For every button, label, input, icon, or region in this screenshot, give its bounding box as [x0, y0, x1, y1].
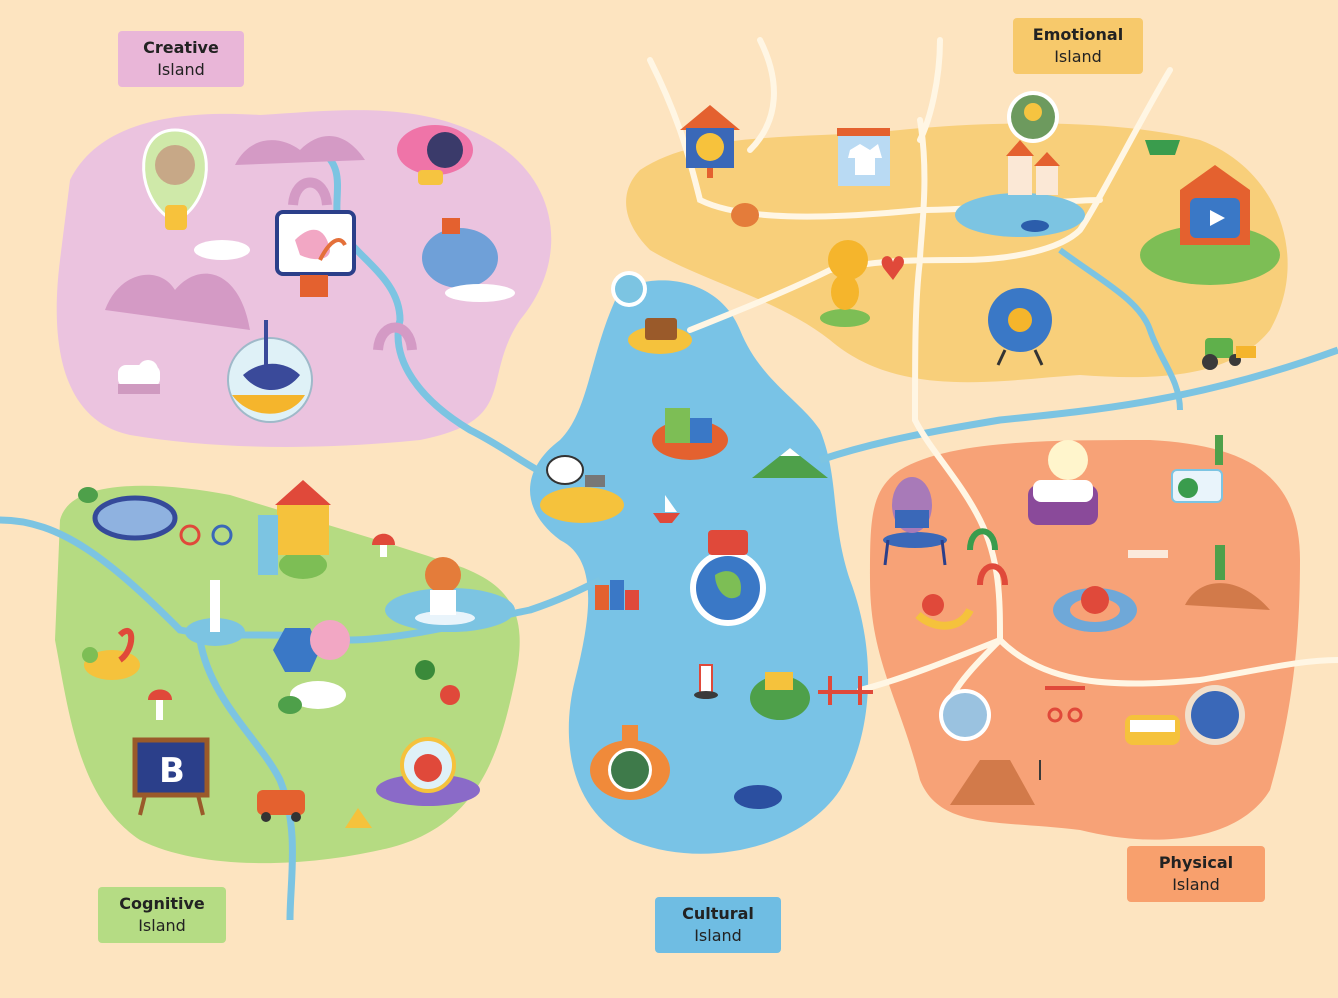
sailboat-icon — [653, 495, 680, 523]
monkey-icon[interactable] — [415, 557, 475, 625]
mushroom-icon — [148, 533, 395, 720]
island-subtitle: Island — [1172, 875, 1220, 894]
volcano-icon[interactable] — [939, 689, 1035, 805]
lighthouse-tower-icon — [210, 580, 220, 632]
island-subtitle: Island — [157, 60, 205, 79]
wheelbarrow-icon — [1145, 140, 1180, 155]
treasure-island-icon[interactable] — [611, 271, 692, 354]
elephant-icon[interactable] — [422, 218, 515, 302]
chalkboard-icon[interactable]: B — [132, 737, 210, 816]
rainbow-arch — [373, 322, 417, 351]
river — [818, 346, 1338, 464]
boombox-globe-icon[interactable] — [690, 530, 766, 626]
physical-island-label[interactable]: Physical Island — [1127, 846, 1265, 902]
theater-stage-icon[interactable] — [1140, 165, 1280, 285]
creative-island-label[interactable]: Creative Island — [118, 31, 244, 87]
river — [1058, 247, 1183, 411]
island-title: Emotional — [1032, 25, 1124, 44]
bicycle-icon — [179, 524, 233, 546]
cuckoo-clock-icon[interactable] — [680, 105, 740, 178]
fish-icon — [1021, 220, 1049, 232]
rock-icon — [1185, 583, 1270, 610]
swim-ring-icon[interactable] — [1053, 586, 1137, 632]
arch-icon — [967, 528, 1008, 586]
cultural-island-label[interactable]: Cultural Island — [655, 897, 781, 953]
emotional-island-label[interactable]: Emotional Island — [1013, 18, 1143, 74]
island-subtitle: Island — [138, 916, 186, 935]
fruit-icon[interactable] — [915, 594, 974, 630]
hexagon-game-icon[interactable] — [273, 620, 350, 709]
tree-icon — [415, 660, 460, 705]
dumbbell-icon — [1128, 550, 1168, 558]
trampoline-icon[interactable] — [92, 495, 178, 541]
mountains — [235, 136, 365, 165]
cactus-icon — [1215, 435, 1225, 580]
rings-icon — [1045, 686, 1085, 723]
lighthouse-icon[interactable] — [694, 664, 718, 699]
island-title: Cultural — [682, 904, 754, 923]
mountains — [105, 273, 250, 330]
turtle-icon[interactable] — [82, 627, 140, 680]
island-subtitle: Island — [1054, 47, 1102, 66]
island-title: Physical — [1158, 853, 1234, 872]
rainbow-arch — [288, 177, 332, 206]
emotional-island-land[interactable] — [626, 123, 1288, 383]
whale-icon[interactable] — [734, 785, 782, 809]
hot-air-balloon-icon[interactable] — [142, 128, 208, 230]
ball-game-icon[interactable] — [1171, 469, 1223, 503]
tshirt-shop-icon[interactable] — [837, 128, 890, 186]
physical-island-land[interactable] — [870, 440, 1300, 840]
pond — [955, 193, 1085, 237]
island-subtitle: Island — [694, 926, 742, 945]
submarine-icon[interactable] — [590, 725, 670, 800]
cow-icon[interactable] — [118, 360, 160, 394]
island-title: Cognitive — [119, 894, 205, 913]
car-icon — [257, 790, 305, 822]
stork-icon[interactable] — [540, 455, 624, 523]
tractor-icon[interactable] — [1202, 338, 1256, 370]
wheel-icon[interactable] — [988, 288, 1052, 366]
library-island-icon[interactable] — [652, 408, 728, 460]
lion-icon[interactable] — [820, 240, 870, 327]
airship-icon[interactable] — [397, 125, 473, 185]
camper-van-icon[interactable] — [1125, 685, 1245, 745]
cloud-icon — [194, 240, 250, 260]
tent-icon — [345, 808, 372, 828]
firefighter-photo-icon[interactable] — [1007, 91, 1059, 143]
heart-flower-icon — [881, 256, 904, 280]
cognitive-island-label[interactable]: Cognitive Island — [98, 887, 226, 943]
bush-icon — [78, 487, 302, 714]
bathtub-icon[interactable] — [1028, 440, 1098, 525]
circus-tent-icon[interactable] — [258, 480, 331, 579]
hippo-trampoline-icon[interactable] — [883, 477, 947, 566]
houses-icon — [1006, 140, 1060, 195]
river — [317, 147, 562, 484]
easel-icon[interactable] — [275, 210, 356, 297]
roads — [647, 37, 1338, 703]
bridge-icon[interactable] — [818, 676, 873, 705]
town-icon — [595, 580, 639, 610]
tractor-island-icon[interactable] — [750, 672, 810, 720]
svg-text:B: B — [159, 751, 185, 791]
fishbowl-icon[interactable] — [227, 320, 313, 423]
island-title: Creative — [143, 38, 219, 57]
mountain-island-icon — [752, 448, 828, 478]
river — [196, 639, 296, 921]
ufo-icon[interactable] — [376, 737, 480, 806]
hen-icon — [731, 203, 759, 227]
